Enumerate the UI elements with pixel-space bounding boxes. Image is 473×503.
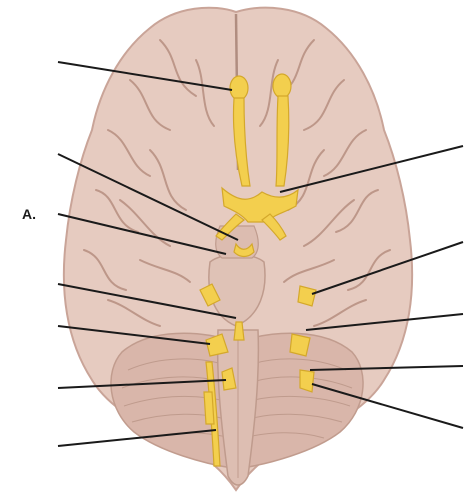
glossopharyngeal-vagus-right: [300, 370, 314, 392]
trigeminal-nerve-right: [298, 286, 316, 306]
accessory-nerve: [204, 392, 214, 424]
olfactory-bulb-left: [230, 76, 248, 100]
abducens-nerve: [234, 322, 244, 340]
label-a: A.: [22, 206, 36, 222]
olfactory-bulb-right: [273, 74, 291, 98]
facial-vestibulocochlear-right: [290, 334, 310, 356]
